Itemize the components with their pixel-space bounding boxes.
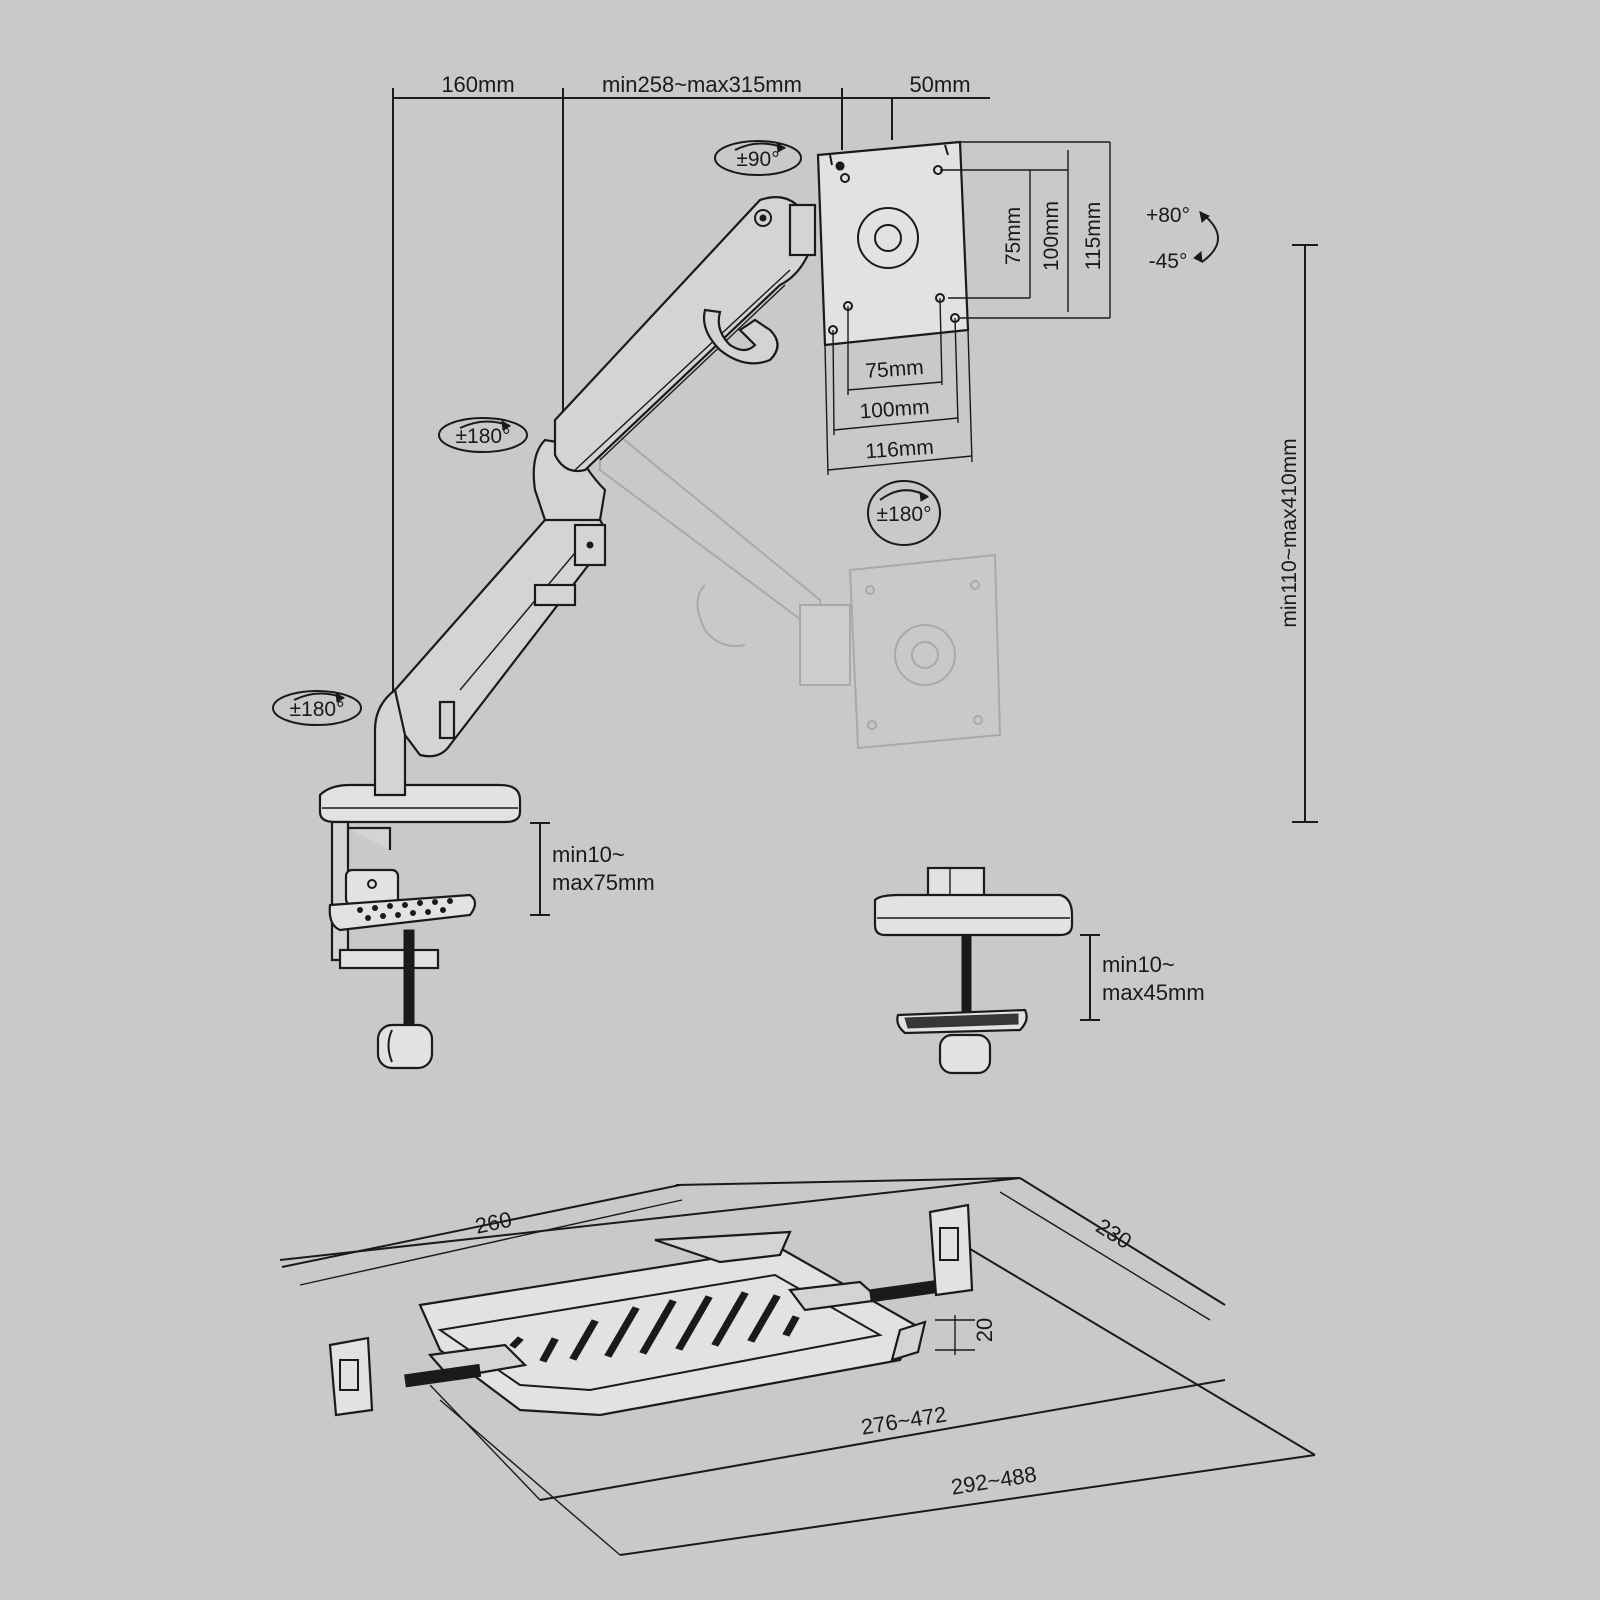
grommet-mount [873, 866, 1074, 1075]
rotation-elbow-badge [438, 417, 528, 453]
rotation-head-badge [714, 140, 802, 176]
tilt-arrow [1193, 211, 1219, 263]
rotation-plate-label: ±180° [877, 503, 932, 526]
vesa-h100-label: 100mm [859, 396, 930, 424]
tilt-down-label: -45° [1149, 250, 1188, 273]
vesa-v115-label: 115mm [1082, 202, 1105, 270]
rotation-base-label: ±180° [290, 698, 345, 721]
ghost-arm-lowered [599, 417, 1002, 750]
tray-depth-label: 230 [1092, 1213, 1136, 1254]
vesa-v100-label: 100mm [1040, 201, 1063, 271]
dim-head-offset: 50mm [909, 72, 970, 97]
dim-base-offset: 160mm [441, 72, 514, 97]
rotation-plate-badge [867, 480, 941, 546]
rotation-base-badge [272, 690, 362, 726]
clamp-range-line1: min10~ [552, 842, 625, 867]
vesa-vertical-dims [940, 141, 1111, 319]
grommet-range-line1: min10~ [1102, 952, 1175, 977]
vesa-plate [816, 140, 970, 347]
tray-inner-range-label: 276~472 [859, 1401, 948, 1439]
laptop-tray [328, 1203, 974, 1417]
dim-arm-reach: min258~max315mm [602, 72, 802, 97]
desk-clamp [328, 820, 477, 1070]
grommet-range-line2: max45mm [1102, 980, 1205, 1005]
height-range-label: min110~max410mm [1278, 438, 1301, 627]
rotation-head-label: ±90° [736, 148, 779, 171]
tray-dimension-lines [279, 1177, 1316, 1556]
clamp-range-bar [530, 822, 550, 916]
clamp-range-line2: max75mm [552, 870, 655, 895]
top-dimension-lines [392, 88, 990, 700]
tilt-up-label: +80° [1146, 204, 1190, 227]
grommet-range-bar [1080, 934, 1100, 1021]
vesa-h75-label: 75mm [865, 356, 925, 383]
tray-vent-slots [509, 1291, 800, 1363]
height-range-bar [1292, 244, 1318, 823]
tray-outer-range-label: 292~488 [949, 1461, 1038, 1499]
rotation-elbow-label: ±180° [456, 425, 511, 448]
vesa-horizontal-dims [824, 297, 973, 476]
vesa-h116-label: 116mm [865, 436, 935, 464]
tray-height-label: 20 [972, 1318, 997, 1342]
clamp-pad-grip [357, 898, 453, 921]
monitor-arm [318, 196, 817, 824]
vesa-v75-label: 75mm [1002, 207, 1025, 265]
